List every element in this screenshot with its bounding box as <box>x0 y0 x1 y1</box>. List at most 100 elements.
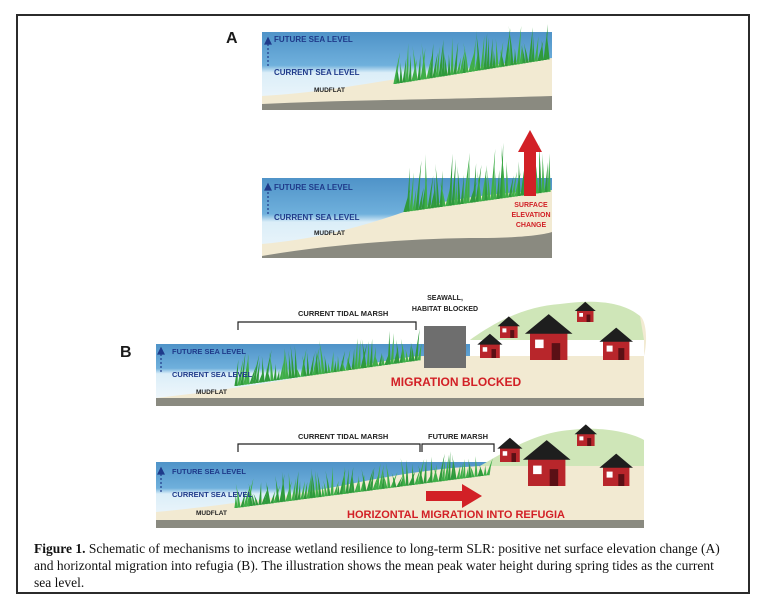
grass-blade <box>462 459 466 479</box>
grass-blade <box>534 36 539 62</box>
current-tidal-marsh-label-b2: CURRENT TIDAL MARSH <box>298 432 388 441</box>
grass-blade <box>451 454 457 480</box>
grass-blade <box>411 463 415 485</box>
horizontal-migration-label: HORIZONTAL MIGRATION INTO REFUGIA <box>347 509 565 521</box>
grass-blade <box>387 330 391 365</box>
grass-blade <box>339 350 346 372</box>
grass-blade <box>400 458 406 487</box>
grass-blade <box>361 339 367 368</box>
grass-blade <box>281 471 286 502</box>
grass-blade <box>348 467 354 494</box>
grass-blade <box>475 30 481 71</box>
grass-blade <box>317 471 322 498</box>
house-icon <box>497 437 523 462</box>
grass-blade <box>504 28 511 67</box>
grass-blade <box>441 44 445 77</box>
grass-blade <box>372 346 377 367</box>
grass-blade <box>297 481 301 500</box>
elevation-up-arrow <box>518 130 542 196</box>
grass-blade <box>448 153 453 206</box>
grass-blade <box>480 35 485 71</box>
grass-blade <box>408 54 412 82</box>
grass-blade <box>261 488 268 505</box>
grass-blade <box>288 472 292 501</box>
grass-blade <box>246 353 250 385</box>
surface-elevation-label-1: SURFACE <box>514 202 548 209</box>
grass-blade <box>521 45 526 64</box>
grass-blade <box>405 349 409 363</box>
grass-blade <box>330 351 334 373</box>
grass-blade <box>484 170 488 201</box>
grass-blade <box>345 468 349 494</box>
grass-blade <box>453 42 459 75</box>
grass-blade <box>432 464 438 483</box>
grass-blade <box>450 460 454 480</box>
grass-blade <box>314 470 319 498</box>
grass-blade <box>323 480 328 497</box>
grass-blade <box>440 181 446 207</box>
grass-blade <box>479 464 484 477</box>
seawall-label-2: HABITAT BLOCKED <box>412 306 478 313</box>
grass-blade <box>336 355 340 372</box>
grass-blade <box>495 38 499 68</box>
grass-blade <box>342 466 346 494</box>
house-icon <box>574 301 596 322</box>
grass-blade <box>499 142 504 199</box>
grass-blade <box>528 27 533 63</box>
grass-blade <box>303 481 308 500</box>
grass-blade <box>490 148 496 200</box>
grass-blade <box>417 343 422 361</box>
grass-blade <box>375 463 381 490</box>
grass-blade <box>302 355 307 377</box>
grass-blade <box>483 465 487 476</box>
grass-blade <box>444 454 449 481</box>
grass-blade <box>249 364 257 384</box>
grass-blade <box>457 166 461 205</box>
grass-blade <box>508 25 514 66</box>
grass-blade <box>327 362 331 373</box>
grass-blade <box>309 473 313 499</box>
grass-blade <box>498 41 504 68</box>
grass-blade <box>266 367 271 382</box>
grass-blade <box>317 351 322 375</box>
grass-blade <box>382 472 388 489</box>
grass-blade <box>408 345 412 362</box>
seawall-block <box>424 326 466 368</box>
future-sea-level-label-a2: FUTURE SEA LEVEL <box>274 183 353 192</box>
bracket-current-marsh-b2 <box>237 443 421 452</box>
caption-text: Schematic of mechanisms to increase wetl… <box>34 541 720 590</box>
grass-blade <box>361 468 367 492</box>
current-sea-level-label-a2: CURRENT SEA LEVEL <box>274 213 360 222</box>
grass-blade <box>424 154 428 210</box>
grass-blade <box>235 483 241 508</box>
grass-blade <box>324 355 328 374</box>
grass-blade <box>492 50 496 69</box>
future-sea-level-label-a1: FUTURE SEA LEVEL <box>274 35 353 44</box>
grass-blade <box>508 175 514 198</box>
grass-blade <box>500 49 505 67</box>
grass-blade <box>405 43 409 83</box>
grass-blade <box>333 360 337 373</box>
grass-blade <box>240 490 247 508</box>
grass-blade <box>435 46 440 78</box>
grass-blade <box>411 58 418 82</box>
house-icon <box>599 327 633 360</box>
grass-blade <box>486 458 493 476</box>
grass-blade <box>546 30 550 60</box>
grass-blade <box>481 165 488 202</box>
grass-blade <box>463 42 469 73</box>
horizontal-migration-arrow <box>426 484 482 508</box>
grass-blade <box>306 352 310 376</box>
mudflat-label-b2: MUDFLAT <box>196 510 227 517</box>
current-sea-level-label-b1: CURRENT SEA LEVEL <box>172 370 253 379</box>
panel-b-bottom-scene <box>156 428 644 528</box>
grass-blade <box>282 348 286 380</box>
grass-blade <box>516 26 522 65</box>
grass-blade <box>319 340 325 374</box>
grass-blade <box>454 180 458 205</box>
panel-b-top-scene <box>156 301 647 406</box>
grass-blade <box>275 475 280 503</box>
grass-blade <box>264 484 269 505</box>
grass-blade <box>541 153 545 193</box>
grass-blade <box>402 58 407 83</box>
